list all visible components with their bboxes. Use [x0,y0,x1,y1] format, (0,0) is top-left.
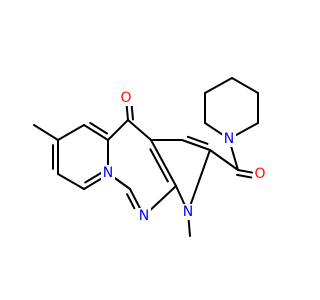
single-bond [230,145,239,171]
single-bond [57,124,85,141]
single-bond [107,119,129,141]
atom-N-pyrido-bridgehead: N [101,165,115,181]
atom-N-pyrimidine: N [137,208,151,224]
svg-text:N: N [183,204,193,220]
single-bond [231,77,259,94]
svg-text:O: O [120,90,131,106]
atom-N-piperidine: N [222,131,236,147]
double-bond-line [186,135,209,145]
single-bond [33,124,59,141]
double-bond-line [126,193,136,210]
double-bond-line [84,170,104,184]
single-bond [204,122,224,136]
single-bond [189,149,211,206]
svg-text:N: N [224,131,234,147]
single-bond [181,139,211,151]
single-bond [175,185,186,206]
double-bond-line [236,173,253,179]
svg-text:O: O [254,166,265,182]
single-bond [150,139,177,187]
double-bond-line [89,122,109,135]
svg-text:N: N [139,208,149,224]
single-bond [148,185,177,212]
double-bond-line [130,104,134,121]
svg-text:N: N [103,165,113,181]
single-bond [127,119,152,141]
single-bond [83,124,109,141]
single-bond [57,173,85,190]
single-bond [235,122,259,137]
single-bond [237,169,254,174]
single-bond [125,104,129,121]
atom-N-pyrrole: N [181,204,195,220]
single-bond [129,188,142,210]
molecule-structure-diagram: O O N N N N [33,77,267,237]
double-bond-line [149,148,169,183]
atom-O-carbonyl-top: O [119,90,133,106]
atom-O-amide: O [253,166,267,182]
atom-label-layer: O O N N N N [101,90,267,224]
single-bond [209,149,239,171]
single-bond [204,77,233,94]
single-bond [187,218,191,237]
